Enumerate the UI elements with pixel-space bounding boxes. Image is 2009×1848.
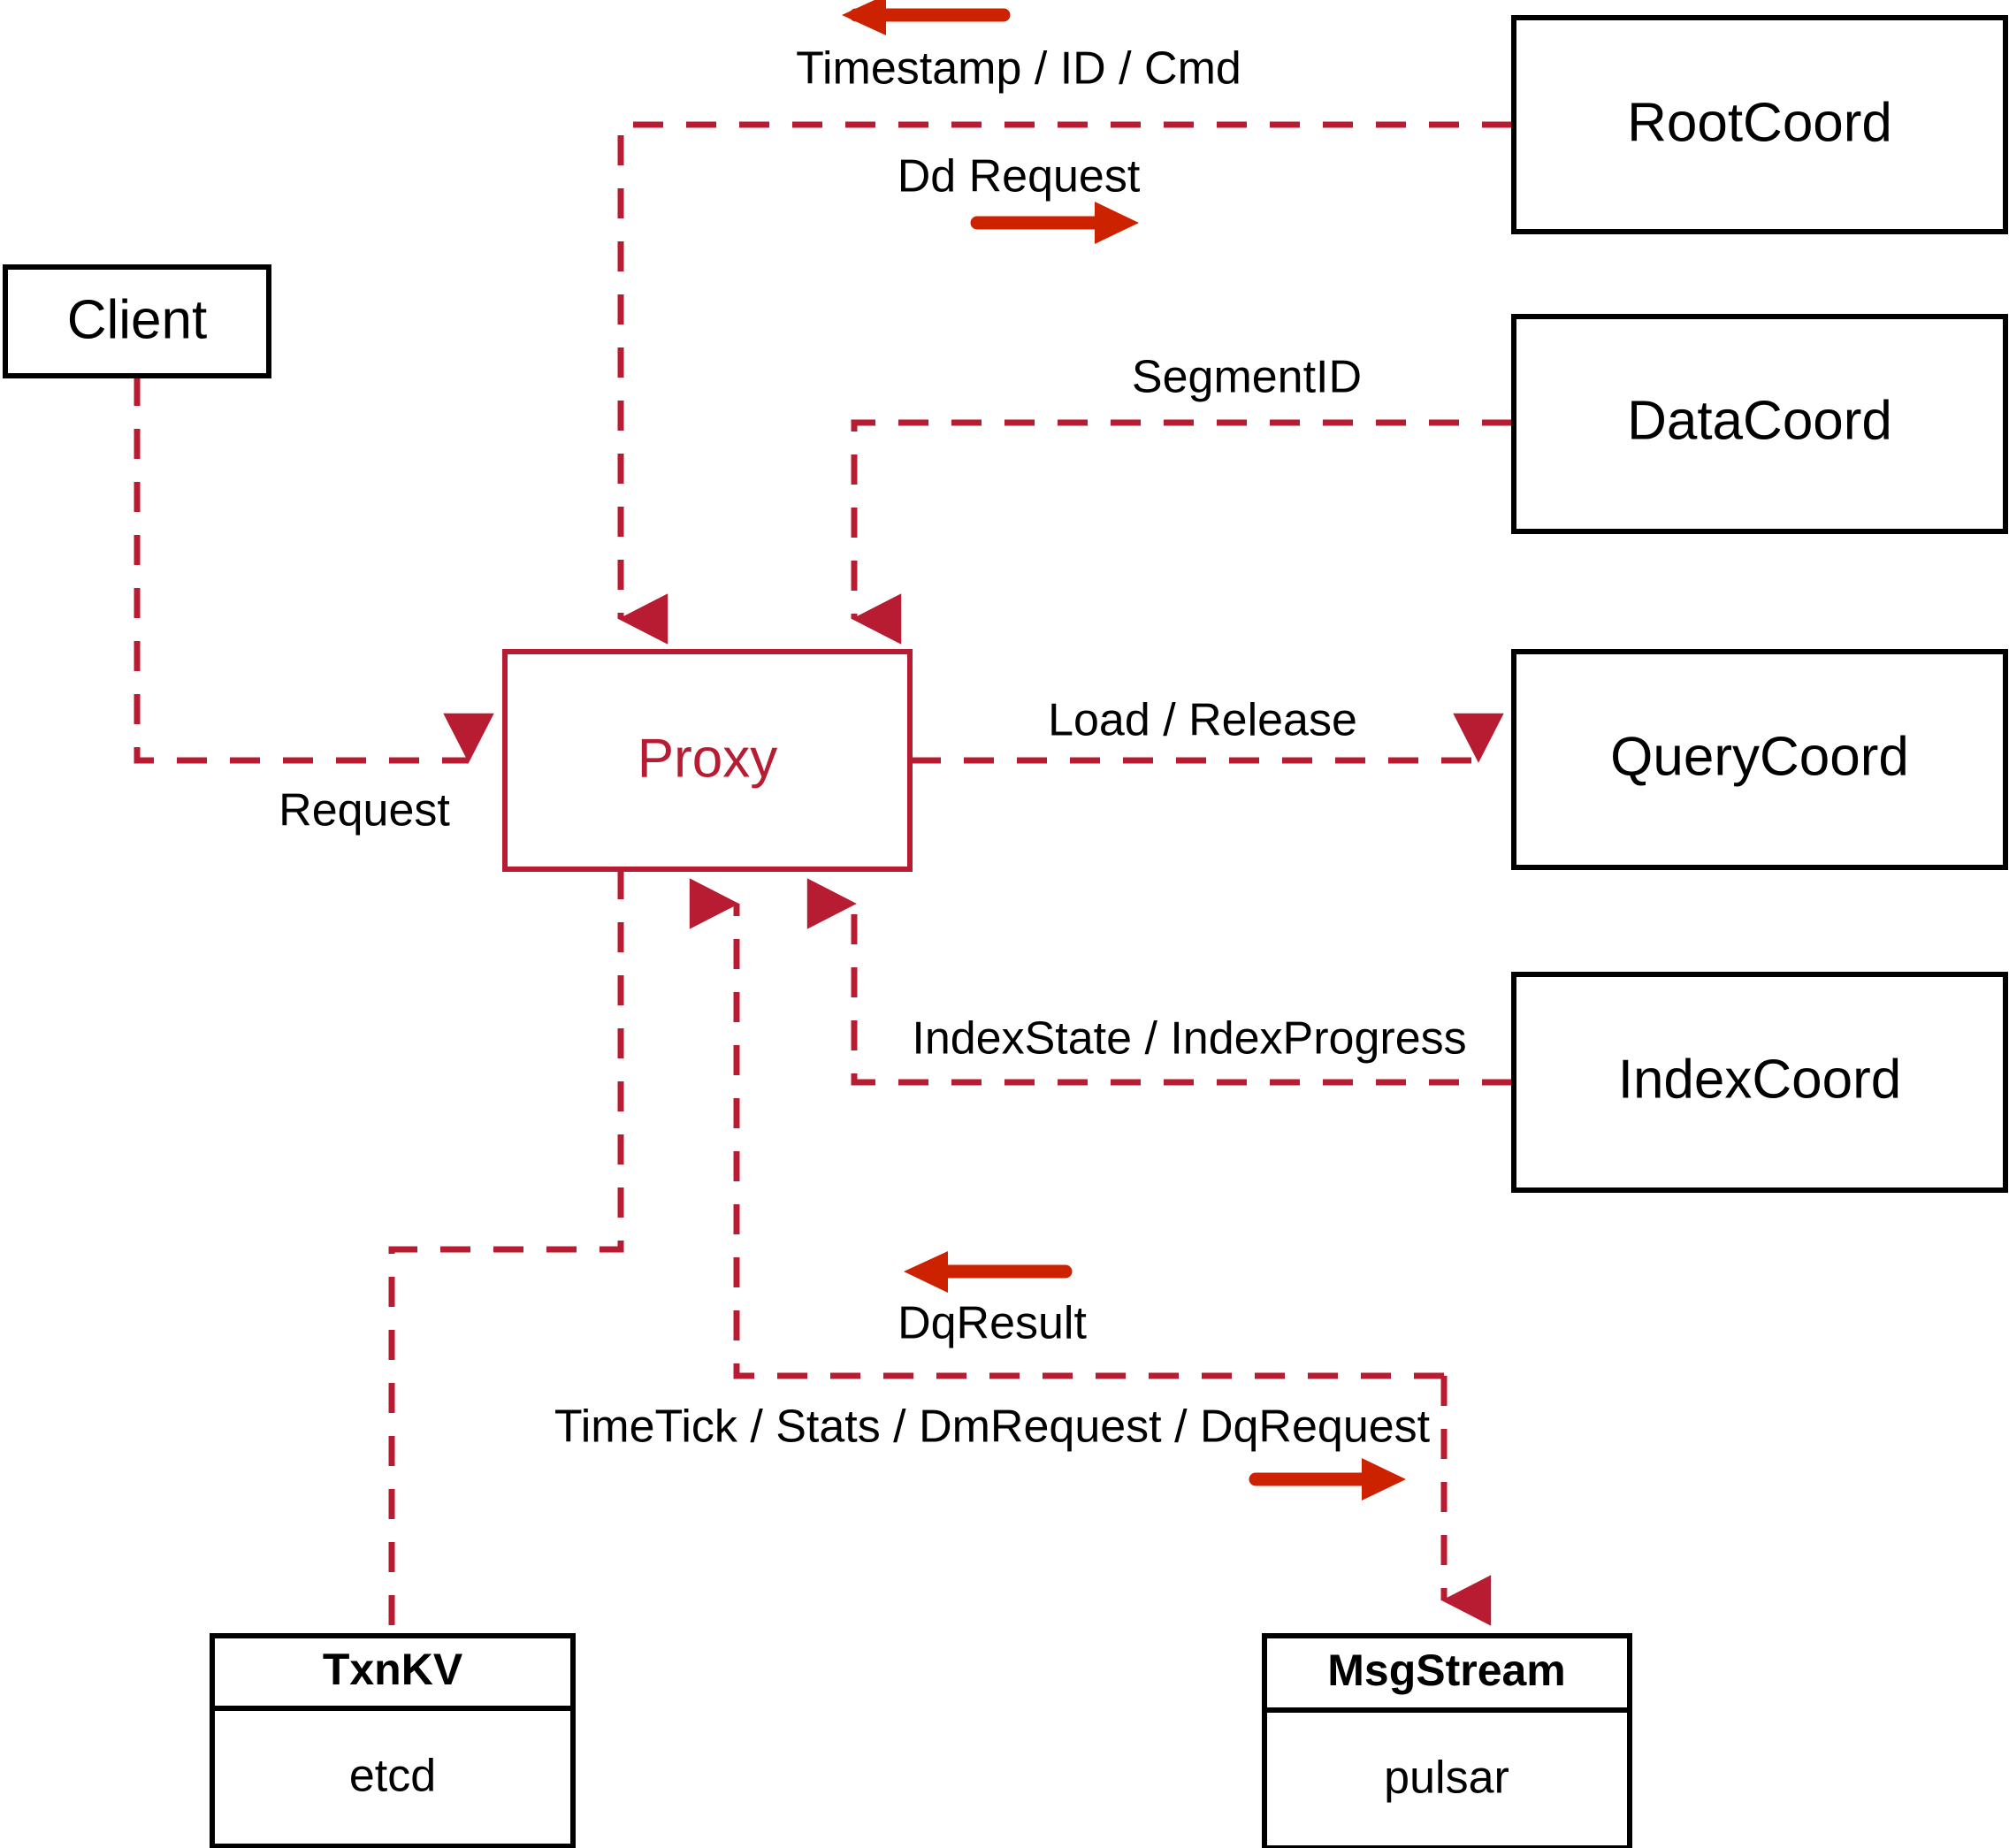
edge-request	[134, 376, 494, 764]
direction-arrow-left-dq-result	[904, 1251, 1073, 1293]
node-index-coord-label: IndexCoord	[1618, 1049, 1902, 1110]
direction-arrow-right-dd-request	[970, 202, 1139, 244]
node-index-coord[interactable]: IndexCoord	[1511, 972, 2008, 1193]
node-root-coord-label: RootCoord	[1627, 92, 1892, 153]
edge-label-timestamp-id-cmd: Timestamp / ID / Cmd	[796, 43, 1241, 95]
node-msgstream-impl: pulsar	[1384, 1753, 1509, 1804]
edge-index-state-progress	[806, 878, 1512, 1086]
node-client-label: Client	[67, 289, 208, 350]
node-proxy-label: Proxy	[638, 728, 777, 789]
node-root-coord[interactable]: RootCoord	[1511, 15, 2008, 234]
edge-label-dd-request: Dd Request	[898, 151, 1141, 202]
node-client[interactable]: Client	[3, 264, 271, 378]
node-msgstream-title: MsgStream	[1327, 1646, 1566, 1695]
edge-label-timetick-stats-dm-dq: TimeTick / Stats / DmRequest / DqRequest	[554, 1401, 1431, 1453]
edge-label-index-state-progress: IndexState / IndexProgress	[912, 1013, 1466, 1065]
edge-dq-result	[689, 878, 1444, 1379]
edge-label-request: Request	[279, 785, 450, 836]
node-msgstream[interactable]: MsgStream pulsar	[1262, 1633, 1632, 1848]
node-query-coord-label: QueryCoord	[1610, 726, 1909, 787]
edge-segment-id	[851, 419, 1512, 645]
direction-arrow-right-timetick	[1249, 1458, 1406, 1501]
node-data-coord[interactable]: DataCoord	[1511, 314, 2008, 534]
node-proxy[interactable]: Proxy	[502, 649, 913, 872]
direction-arrow-left-timestamp	[842, 0, 1011, 35]
edge-label-load-release: Load / Release	[1048, 695, 1357, 746]
node-txnkv-title: TxnKV	[323, 1645, 463, 1694]
edge-timestamp-id-cmd	[617, 121, 1512, 645]
edge-txnkv-link	[388, 869, 624, 1636]
edge-label-segment-id: SegmentID	[1132, 352, 1362, 403]
node-data-coord-label: DataCoord	[1627, 390, 1892, 451]
node-txnkv-impl: etcd	[349, 1751, 436, 1802]
node-query-coord[interactable]: QueryCoord	[1511, 649, 2008, 870]
node-txnkv[interactable]: TxnKV etcd	[210, 1633, 576, 1848]
edge-label-dq-result: DqResult	[898, 1298, 1087, 1349]
